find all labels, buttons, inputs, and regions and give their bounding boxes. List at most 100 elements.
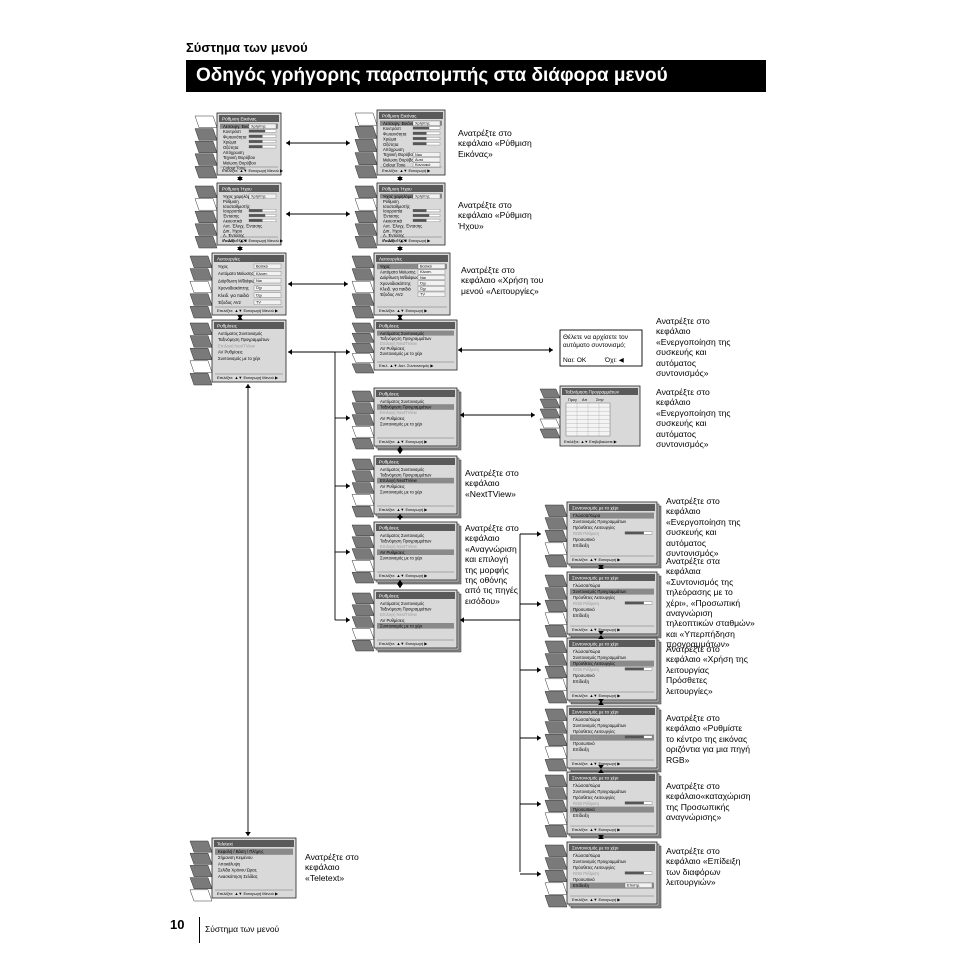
menu-value: Ναι	[420, 276, 426, 280]
menu-level-fill	[249, 219, 263, 222]
menu-value-box	[253, 278, 282, 284]
menu-icon-tab	[189, 889, 213, 902]
menu-title-bar	[569, 640, 655, 647]
menu-icon-tab	[354, 210, 378, 224]
menu-level-fill	[249, 214, 266, 217]
menu-item-highlight	[377, 549, 454, 555]
menu-icon-tab	[194, 223, 218, 236]
menu-item-label: Χρώμα	[223, 140, 237, 145]
menu-title-bar	[214, 255, 284, 262]
reference-note-line: συσκευής και	[656, 347, 707, 358]
menu-title: Ρύθμιση Εικόνας	[382, 113, 417, 119]
arrowhead	[531, 412, 535, 418]
menu-item-label: Συντονισμός Προγραμμάτων	[573, 589, 626, 594]
arrowhead	[346, 140, 350, 146]
menu-panel	[376, 182, 446, 246]
reference-note-line: χέρι», «Προσωπική	[666, 597, 741, 608]
menu-icon-tab	[351, 470, 375, 482]
menu-icon-tab	[544, 625, 568, 638]
menu-icon-tab	[544, 825, 568, 838]
arrowhead	[346, 415, 350, 421]
menu-item-label: Διόρθωση Μ/διάφωσ	[380, 275, 419, 280]
menu-icon-tab	[351, 390, 375, 403]
menu-item-label: Έντασης	[222, 214, 239, 219]
reference-note-line: της Προσωπικής	[666, 801, 730, 812]
menu-item-label: Επιλογή NextTView	[380, 612, 418, 617]
menu-item-highlight	[377, 404, 454, 410]
reference-note-line: των διαφόρων	[666, 866, 721, 877]
reference-note-line: κεφάλαιο	[656, 397, 691, 408]
menu-item-label: Επίδειξη	[573, 679, 590, 684]
menu-item-highlight	[570, 660, 654, 667]
menu-icon-tab	[189, 877, 213, 890]
menu-value-box	[253, 285, 282, 291]
arrowhead	[346, 349, 350, 355]
arrowhead	[286, 140, 290, 146]
reference-note-line: αυτόματος	[666, 537, 706, 548]
arrowhead	[397, 247, 403, 251]
menu-icon-tab	[194, 128, 218, 141]
menu-icon-tab	[354, 139, 378, 152]
arrowhead	[288, 281, 292, 287]
menu-item-label: Ταξινόμηση Προγραμμάτων	[218, 337, 269, 342]
menu-panel	[373, 455, 458, 515]
menu-icon-tab	[544, 895, 568, 908]
menu-item-label: Συντονισμός Προγραμμάτων	[573, 789, 626, 794]
menu-item-label: Συντονισμός με το χέρι	[380, 351, 422, 356]
menu-icon-tab	[544, 640, 568, 653]
menu-title-bar	[219, 115, 279, 122]
menu-item-label: Επιλογή NextTView	[380, 478, 418, 483]
menu-item-label: Αυτόματο Μείωσης	[218, 271, 253, 276]
menu-title-bar	[376, 390, 455, 397]
arrowhead	[458, 347, 462, 353]
page-number: 10	[170, 917, 185, 932]
menu-icon-tab	[354, 236, 378, 249]
reference-note-line: Ανατρέξτε στο	[305, 852, 359, 862]
menu-icon-tab	[351, 505, 375, 518]
menu-icon-tab	[351, 353, 375, 364]
menu-value: Κλειστ.	[256, 272, 268, 276]
menu-icon-tab	[351, 494, 375, 506]
menu-item-label: Λ. Διπ. Ήχου	[383, 238, 408, 243]
menu-item-label: Ισορροπία	[383, 209, 403, 214]
reference-note-line: κεφάλαιο	[465, 533, 500, 544]
menu-value-box	[253, 271, 282, 276]
menu-level-fill	[625, 735, 644, 739]
menu-title: Ρύθμιση Ήχου	[222, 186, 252, 192]
menu-icon-tab	[189, 255, 213, 268]
menu-title-bar	[376, 592, 455, 599]
menu-title: Συντονισμός με το χέρι	[572, 641, 618, 647]
menu-level-fill	[413, 214, 430, 217]
menu-icon-tab	[351, 437, 375, 450]
menu-level-fill	[413, 126, 430, 130]
menu-item-label: Επιλογή NextTView	[218, 343, 256, 348]
reference-note-line: εισόδου»	[465, 595, 500, 606]
menu-item-label: RGB Ρύθμιση	[573, 667, 600, 672]
dialog-box	[559, 329, 643, 367]
menu-value: Όχι	[255, 286, 262, 290]
arrowhead	[397, 584, 403, 588]
menu-item-highlight	[377, 477, 454, 484]
menu-item-label: Φωτεινότητα	[383, 131, 407, 136]
reference-note-line: κεφάλαιο «Ρυθμίστε	[666, 723, 743, 734]
menu-item-label: Λειτουργ. Εικόνας	[223, 124, 256, 129]
menu-item-label: Επιλογή NextTView	[380, 544, 418, 549]
arrowhead	[397, 450, 403, 454]
menu-level-fill	[413, 219, 427, 222]
menu-icon-tab	[351, 639, 375, 652]
menu-item-label: Συντονισμός με το χέρι	[218, 356, 260, 361]
reference-note-line: «Ενεργοποίηση της	[666, 516, 741, 527]
menu-item-highlight	[215, 848, 293, 855]
menu-icon-tab	[351, 628, 375, 640]
menu-item-label: Ταξινόμηση Προγραμμάτων	[380, 607, 431, 612]
menu-item-label: AV Ρυθμίσεις	[218, 350, 243, 355]
arrowhead	[549, 347, 553, 353]
